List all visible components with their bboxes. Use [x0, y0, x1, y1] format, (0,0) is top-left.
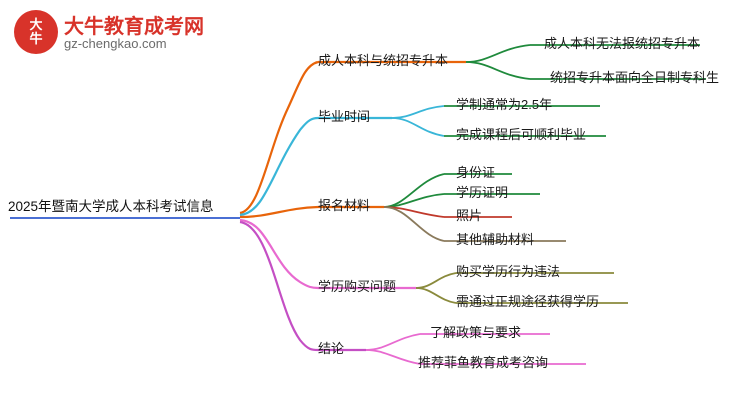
- leaf-label-1-1: 成人本科无法报统招专升本: [544, 36, 701, 51]
- branch-label-4: 学历购买问题: [318, 279, 397, 294]
- leaf-label-3-3: 照片: [456, 208, 483, 223]
- site-logo: 大 牛 大牛教育成考网 gz-chengkao.com: [14, 8, 204, 60]
- branch-label-1: 成人本科与统招专升本: [318, 53, 449, 68]
- logo-mark-icon: 大 牛: [14, 10, 58, 54]
- branch-label-2: 毕业时间: [318, 109, 371, 124]
- branch-label-5: 结论: [318, 341, 345, 356]
- leaf-label-1-2: 统招专升本面向全日制专科生: [550, 70, 720, 85]
- leaf-label-3-2: 学历证明: [456, 185, 509, 200]
- mindmap-root-label: 2025年暨南大学成人本科考试信息: [8, 199, 214, 214]
- logo-title: 大牛教育成考网: [64, 16, 204, 38]
- logo-mark-line2: 牛: [29, 31, 43, 46]
- leaf-label-4-1: 购买学历行为违法: [456, 264, 561, 279]
- leaf-label-5-1: 了解政策与要求: [430, 325, 522, 340]
- logo-mark-line1: 大: [29, 17, 43, 32]
- leaf-label-4-2: 需通过正规途径获得学历: [456, 294, 600, 309]
- branch-label-3: 报名材料: [318, 198, 371, 213]
- leaf-label-2-1: 学制通常为2.5年: [456, 97, 553, 112]
- leaf-label-5-2: 推荐菲鱼教育成考咨询: [418, 355, 549, 370]
- leaf-label-3-4: 其他辅助材料: [456, 232, 535, 247]
- logo-subtitle: gz-chengkao.com: [64, 36, 167, 51]
- leaf-label-3-1: 身份证: [456, 165, 496, 180]
- leaf-label-2-2: 完成课程后可顺利毕业: [456, 127, 587, 142]
